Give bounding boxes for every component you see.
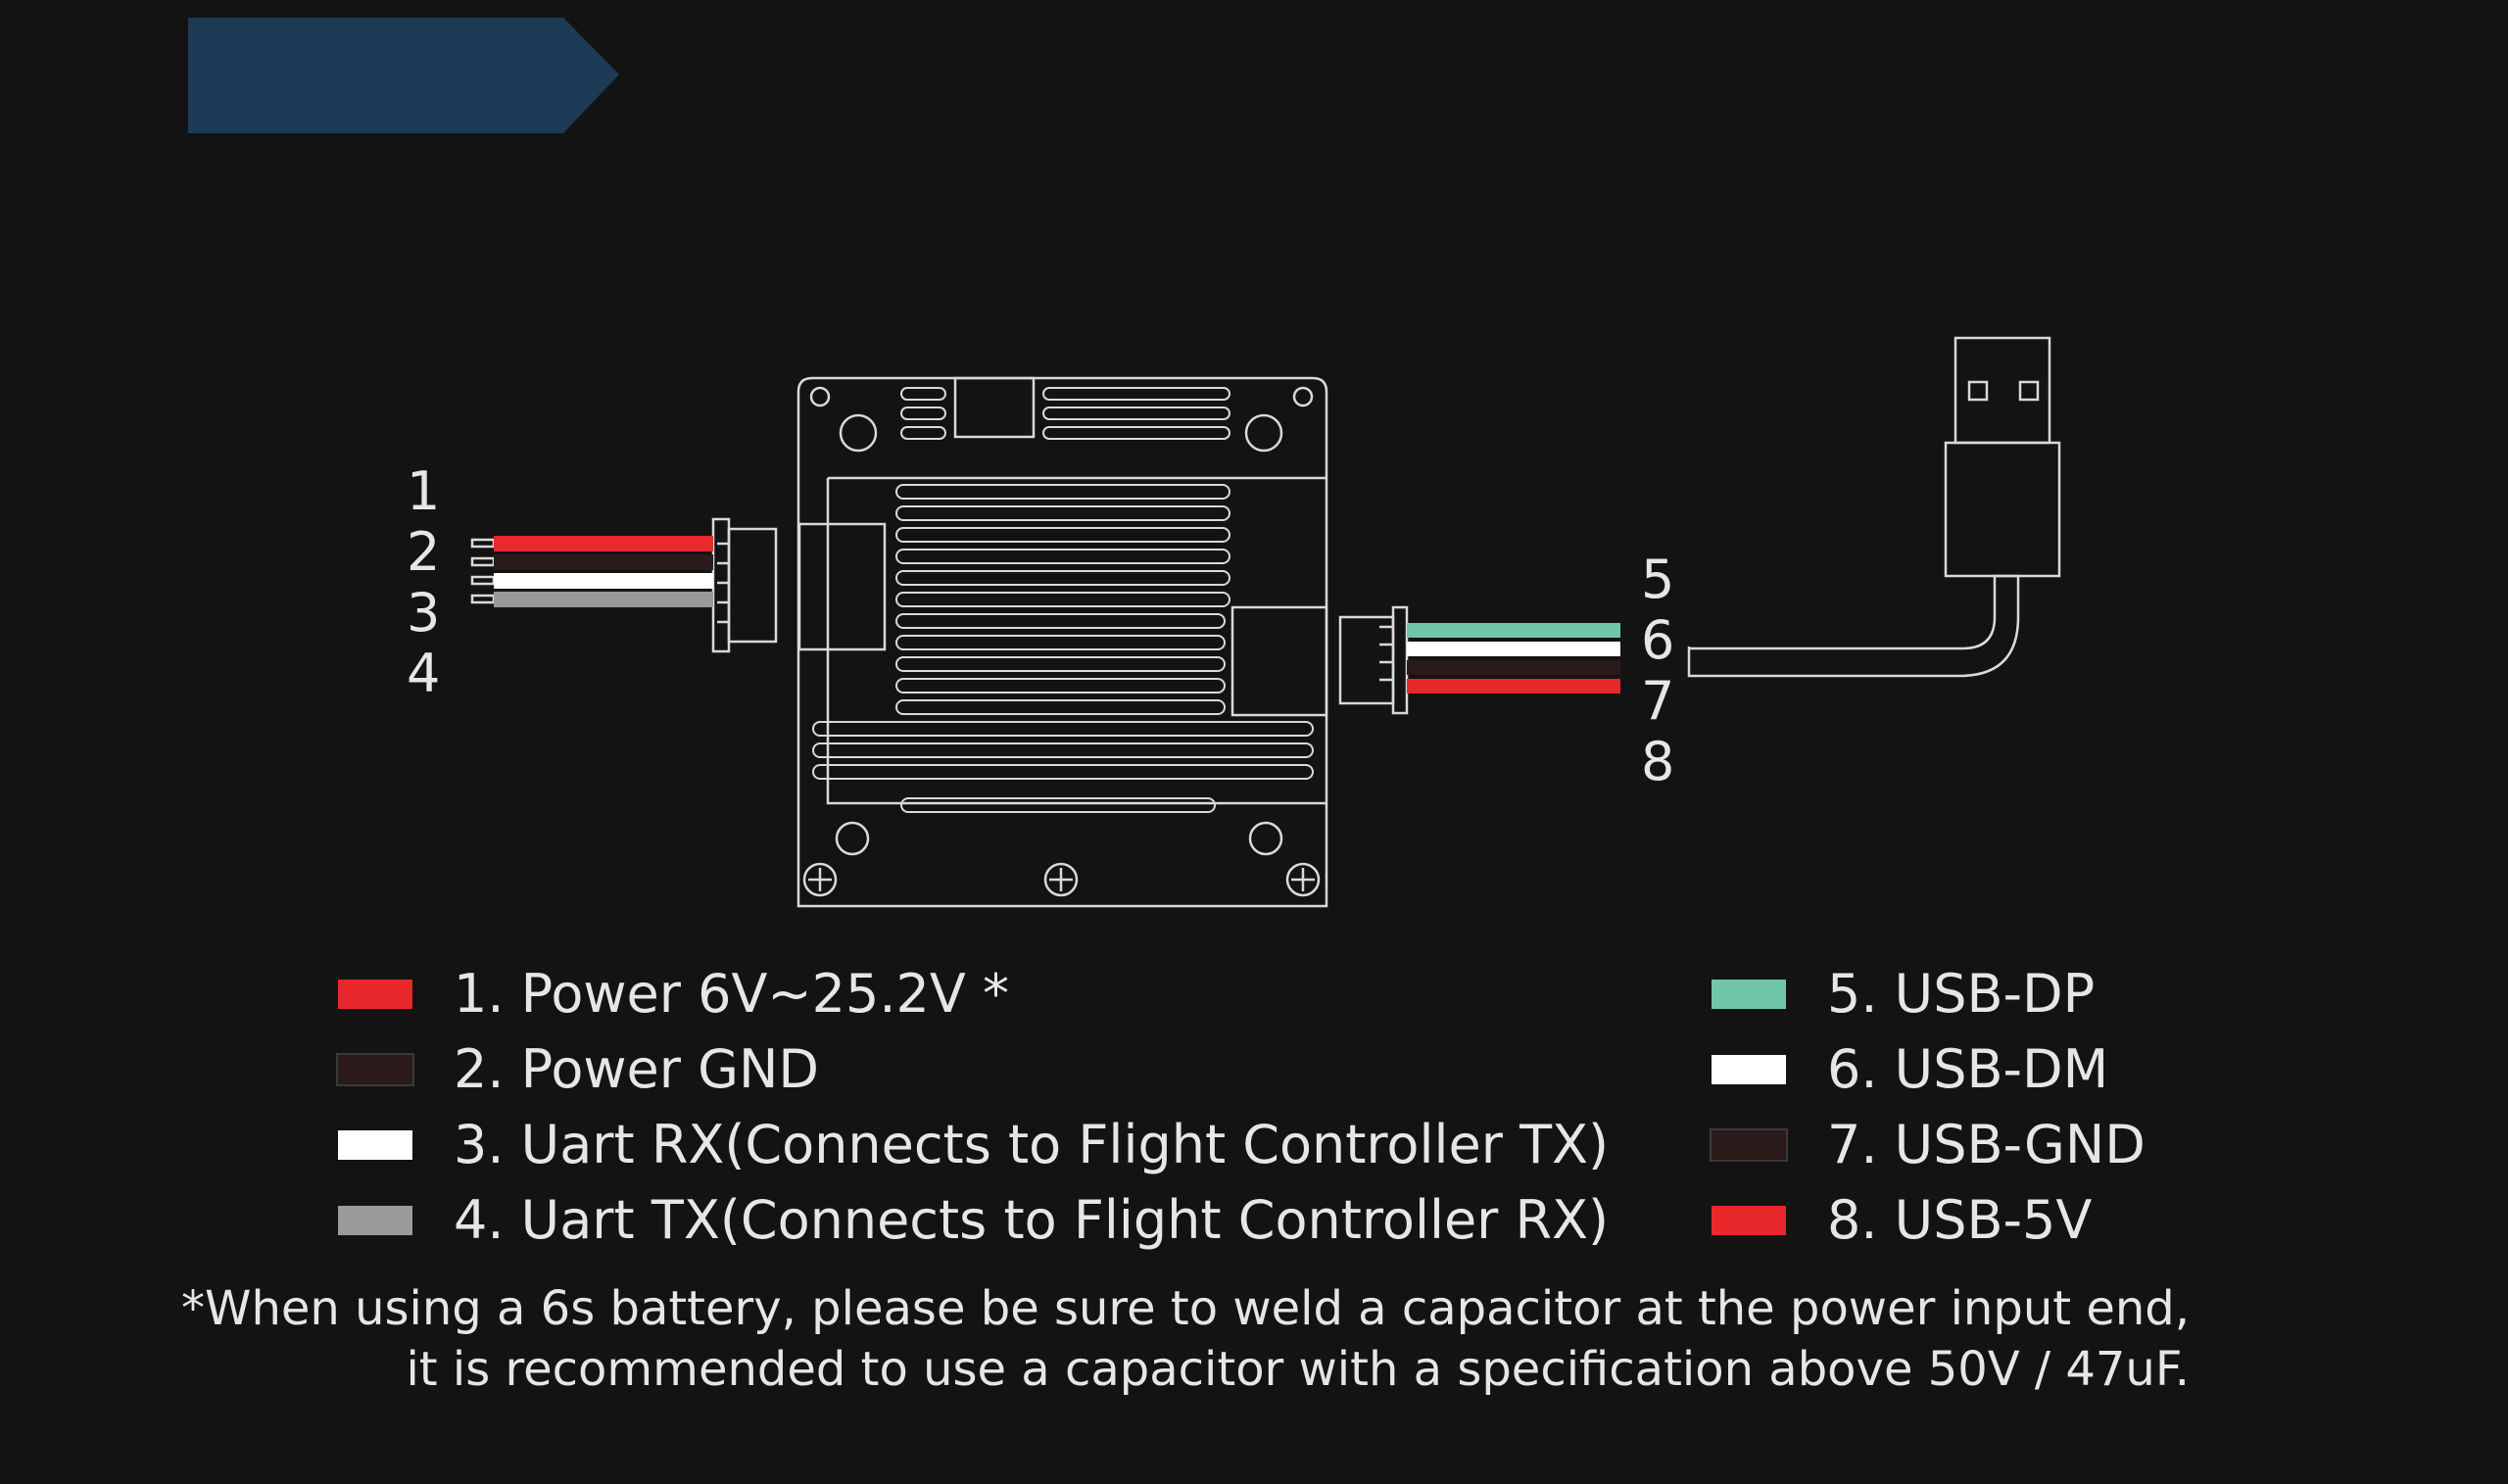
color-swatch bbox=[336, 1053, 414, 1086]
screw-icon bbox=[1043, 862, 1079, 897]
heatsink-fin bbox=[900, 426, 946, 440]
wire-usb-gnd bbox=[1407, 660, 1620, 675]
pin-label-5: 5 bbox=[1641, 549, 1675, 610]
heatsink-fin bbox=[1042, 407, 1230, 420]
heatsink-fin bbox=[812, 742, 1314, 758]
legend-label: 8. USB-5V bbox=[1827, 1189, 2093, 1251]
wire-power bbox=[494, 536, 713, 551]
module-board bbox=[796, 376, 1328, 908]
heatsink-fin bbox=[895, 592, 1230, 607]
legend-item: 3. Uart RX(Connects to Flight Controller… bbox=[338, 1116, 1609, 1174]
usb-plug-icon bbox=[1687, 336, 2061, 678]
header-banner bbox=[188, 18, 619, 133]
color-swatch bbox=[338, 1206, 412, 1235]
note-line-1: *When using a 6s battery, please be sure… bbox=[180, 1281, 2190, 1336]
wire-gnd bbox=[494, 554, 713, 570]
color-swatch bbox=[338, 1130, 412, 1160]
heatsink-fin bbox=[895, 570, 1230, 586]
right-connector bbox=[1338, 605, 1409, 715]
heatsink-fin bbox=[900, 407, 946, 420]
wire-usb-dp bbox=[1407, 623, 1620, 638]
legend-label: 4. Uart TX(Connects to Flight Controller… bbox=[454, 1189, 1610, 1251]
screw-icon bbox=[1285, 862, 1321, 897]
color-swatch bbox=[338, 980, 412, 1009]
pin-label-7: 7 bbox=[1641, 670, 1675, 732]
heatsink-fin bbox=[812, 721, 1314, 737]
color-swatch bbox=[1710, 1128, 1788, 1162]
pin-label-2: 2 bbox=[407, 521, 441, 583]
heatsink-fin bbox=[895, 527, 1230, 543]
pin-label-4: 4 bbox=[407, 643, 441, 704]
pin-label-3: 3 bbox=[407, 582, 441, 644]
heatsink-fin bbox=[900, 797, 1216, 813]
heatsink-fin bbox=[895, 699, 1226, 715]
left-wires bbox=[494, 536, 713, 607]
legend-label: 3. Uart RX(Connects to Flight Controller… bbox=[454, 1114, 1610, 1175]
heatsink-fin bbox=[895, 613, 1226, 629]
legend-label: 2. Power GND bbox=[454, 1038, 819, 1100]
heatsink-fin bbox=[900, 387, 946, 401]
pin-label-8: 8 bbox=[1641, 731, 1675, 792]
pin-label-6: 6 bbox=[1641, 609, 1675, 671]
wire-tx bbox=[494, 592, 713, 607]
heatsink-fin bbox=[895, 549, 1230, 564]
legend-item: 1. Power 6V~25.2V * bbox=[338, 965, 1009, 1024]
legend-label: 6. USB-DM bbox=[1827, 1038, 2109, 1100]
legend-label: 5. USB-DP bbox=[1827, 963, 2096, 1025]
legend-label: 1. Power 6V~25.2V * bbox=[454, 963, 1009, 1025]
wire-rx bbox=[494, 573, 713, 589]
legend-item: 2. Power GND bbox=[336, 1038, 819, 1100]
wire-usb-dm bbox=[1407, 642, 1620, 656]
heatsink-fin bbox=[895, 678, 1226, 694]
legend-item: 7. USB-GND bbox=[1710, 1114, 2146, 1175]
legend-item: 5. USB-DP bbox=[1712, 965, 2095, 1024]
heatsink-fin bbox=[1042, 387, 1230, 401]
wire-usb-5v bbox=[1407, 679, 1620, 694]
screw-icon bbox=[802, 862, 838, 897]
legend-item: 4. Uart TX(Connects to Flight Controller… bbox=[338, 1191, 1609, 1250]
legend-label: 7. USB-GND bbox=[1827, 1114, 2146, 1175]
heatsink-fin bbox=[1042, 426, 1230, 440]
color-swatch bbox=[1712, 1206, 1786, 1235]
heatsink-fin bbox=[895, 656, 1226, 672]
heatsink-fin bbox=[895, 505, 1230, 521]
heatsink-fin bbox=[812, 764, 1314, 780]
color-swatch bbox=[1712, 980, 1786, 1009]
heatsink-fin bbox=[895, 484, 1230, 500]
capacitor-note: *When using a 6s battery, please be sure… bbox=[181, 1278, 2190, 1400]
note-line-2: it is recommended to use a capacitor wit… bbox=[406, 1342, 2190, 1397]
color-swatch bbox=[1712, 1055, 1786, 1084]
legend-item: 8. USB-5V bbox=[1712, 1191, 2092, 1250]
legend-item: 6. USB-DM bbox=[1712, 1040, 2108, 1099]
right-wires bbox=[1407, 623, 1620, 694]
pin-label-1: 1 bbox=[407, 460, 441, 522]
heatsink-fin bbox=[895, 635, 1226, 650]
